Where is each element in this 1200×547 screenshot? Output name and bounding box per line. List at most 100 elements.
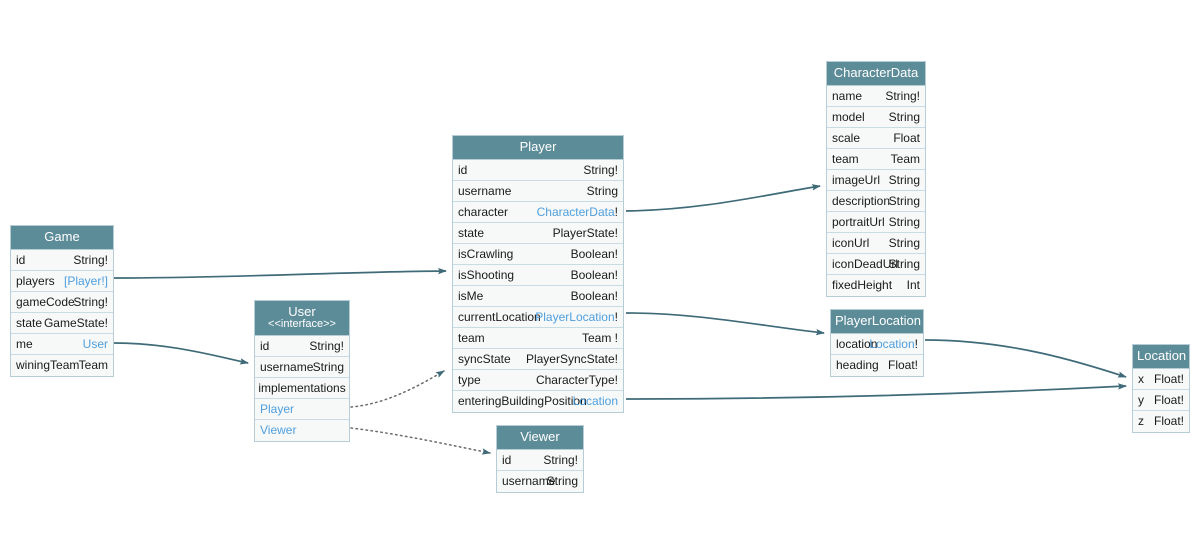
table-row[interactable]: location Location! bbox=[831, 334, 923, 355]
field-type: Team ! bbox=[581, 331, 618, 345]
field-type: String bbox=[888, 110, 920, 124]
field-type: String! bbox=[73, 253, 108, 267]
table-row[interactable]: scale Float bbox=[827, 128, 925, 149]
field-type: Location bbox=[573, 394, 618, 408]
implementation-viewer[interactable]: Viewer bbox=[255, 420, 349, 441]
field-type: GameState! bbox=[43, 316, 108, 330]
table-row[interactable]: id String! bbox=[453, 160, 623, 181]
table-row[interactable]: heading Float! bbox=[831, 355, 923, 376]
table-row[interactable]: type CharacterType! bbox=[453, 370, 623, 391]
field-name: name bbox=[832, 89, 863, 103]
field-type: String bbox=[586, 184, 618, 198]
field-name: id bbox=[502, 453, 512, 467]
entity-location-title: Location bbox=[1137, 348, 1187, 363]
table-row[interactable]: portraitUrl String bbox=[827, 212, 925, 233]
entity-user-header: User <<interface>> bbox=[255, 301, 349, 336]
table-row[interactable]: id String! bbox=[497, 450, 583, 471]
field-type-suffix: ! bbox=[614, 205, 618, 219]
field-type: String bbox=[888, 215, 920, 229]
edge-player-currentlocation-to-playerlocation bbox=[625, 312, 825, 336]
entity-user-title: User bbox=[288, 304, 316, 319]
field-name: id bbox=[16, 253, 26, 267]
field-type: Float! bbox=[1153, 393, 1184, 407]
entity-viewer[interactable]: Viewer id String! username String bbox=[496, 425, 584, 493]
entity-location[interactable]: Location x Float! y Float! z Float! bbox=[1132, 344, 1190, 433]
table-row[interactable]: team Team bbox=[827, 149, 925, 170]
field-type: Float! bbox=[1153, 372, 1184, 386]
entity-playerlocation-title: PlayerLocation bbox=[835, 313, 921, 328]
field-type-link[interactable]: Location bbox=[572, 394, 618, 408]
field-type-link[interactable]: User bbox=[82, 337, 108, 351]
entity-user[interactable]: User <<interface>> id String! username S… bbox=[254, 300, 350, 442]
table-row[interactable]: state GameState! bbox=[11, 313, 113, 334]
entity-characterdata[interactable]: CharacterData name String! model String … bbox=[826, 61, 926, 297]
section-label-text: implementations bbox=[258, 381, 346, 395]
implementation-link[interactable]: Viewer bbox=[260, 423, 297, 437]
field-type: PlayerLocation! bbox=[535, 310, 618, 324]
implementations-section-label: implementations bbox=[255, 378, 349, 399]
table-row[interactable]: y Float! bbox=[1133, 390, 1189, 411]
entity-player[interactable]: Player id String! username String charac… bbox=[452, 135, 624, 413]
table-row[interactable]: username String bbox=[497, 471, 583, 492]
field-name: state bbox=[458, 226, 485, 240]
table-row[interactable]: id String! bbox=[11, 250, 113, 271]
field-type: String bbox=[888, 194, 920, 208]
table-row[interactable]: id String! bbox=[255, 336, 349, 357]
field-name: me bbox=[16, 337, 33, 351]
table-row[interactable]: isMe Boolean! bbox=[453, 286, 623, 307]
table-row[interactable]: iconDeadUrl String bbox=[827, 254, 925, 275]
field-type-link[interactable]: PlayerLocation bbox=[535, 310, 615, 324]
entity-playerlocation[interactable]: PlayerLocation location Location! headin… bbox=[830, 309, 924, 377]
table-row[interactable]: character CharacterData! bbox=[453, 202, 623, 223]
table-row[interactable]: syncState PlayerSyncState! bbox=[453, 349, 623, 370]
field-type-link[interactable]: CharacterData bbox=[536, 205, 615, 219]
field-name: portraitUrl bbox=[832, 215, 885, 229]
implementation-player[interactable]: Player bbox=[255, 399, 349, 420]
table-row[interactable]: team Team ! bbox=[453, 328, 623, 349]
field-name: y bbox=[1138, 393, 1144, 407]
field-type-suffix: ! bbox=[914, 337, 918, 351]
entity-game[interactable]: Game id String! players [Player!] gameCo… bbox=[10, 225, 114, 377]
field-type-link[interactable]: Location bbox=[869, 337, 915, 351]
implementation-link[interactable]: Player bbox=[260, 402, 295, 416]
table-row[interactable]: model String bbox=[827, 107, 925, 128]
table-row[interactable]: me User bbox=[11, 334, 113, 355]
table-row[interactable]: state PlayerState! bbox=[453, 223, 623, 244]
field-name: iconUrl bbox=[832, 236, 870, 250]
table-row[interactable]: description String bbox=[827, 191, 925, 212]
field-name: state bbox=[16, 316, 43, 330]
table-row[interactable]: username String bbox=[453, 181, 623, 202]
table-row[interactable]: imageUrl String bbox=[827, 170, 925, 191]
entity-player-title: Player bbox=[519, 139, 557, 154]
field-name: username bbox=[260, 360, 314, 374]
field-type-link[interactable]: [Player!] bbox=[63, 274, 108, 288]
field-name: currentLocation bbox=[458, 310, 541, 324]
entity-location-header: Location bbox=[1133, 345, 1189, 369]
field-name: scale bbox=[832, 131, 861, 145]
field-type: Boolean! bbox=[570, 247, 618, 261]
table-row[interactable]: z Float! bbox=[1133, 411, 1189, 432]
field-name: type bbox=[458, 373, 481, 387]
table-row[interactable]: username String bbox=[255, 357, 349, 378]
field-type: Team bbox=[78, 358, 108, 372]
table-row[interactable]: gameCode String! bbox=[11, 292, 113, 313]
field-name: gameCode bbox=[16, 295, 75, 309]
table-row[interactable]: winingTeam Team bbox=[11, 355, 113, 376]
entity-characterdata-header: CharacterData bbox=[827, 62, 925, 86]
table-row[interactable]: isCrawling Boolean! bbox=[453, 244, 623, 265]
edge-game-players-to-player bbox=[113, 267, 447, 279]
field-name: character bbox=[458, 205, 509, 219]
table-row[interactable]: players [Player!] bbox=[11, 271, 113, 292]
table-row[interactable]: currentLocation PlayerLocation! bbox=[453, 307, 623, 328]
field-type: Float! bbox=[1153, 414, 1184, 428]
table-row[interactable]: name String! bbox=[827, 86, 925, 107]
table-row[interactable]: enteringBuildingPosition Location bbox=[453, 391, 623, 412]
table-row[interactable]: x Float! bbox=[1133, 369, 1189, 390]
field-name: id bbox=[260, 339, 270, 353]
table-row[interactable]: iconUrl String bbox=[827, 233, 925, 254]
field-type: [Player!] bbox=[64, 274, 108, 288]
field-type: Float! bbox=[887, 358, 918, 372]
table-row[interactable]: fixedHeight Int bbox=[827, 275, 925, 296]
table-row[interactable]: isShooting Boolean! bbox=[453, 265, 623, 286]
field-type: Int bbox=[906, 278, 920, 292]
